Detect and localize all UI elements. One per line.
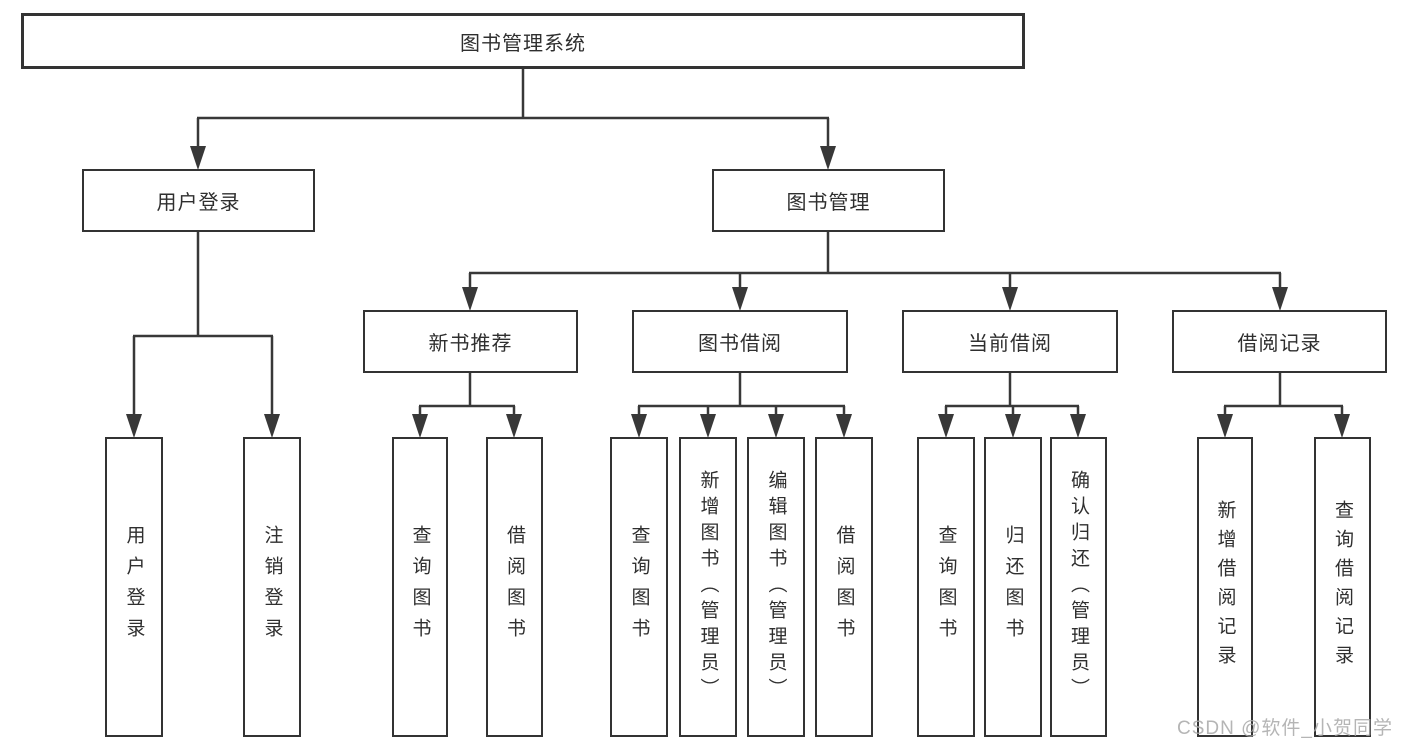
node-book-management-label: 图书管理: [786, 192, 871, 214]
leaf-edit-books-admin-label: 编辑图书（管理员）: [765, 470, 787, 704]
leaf-add-books-admin: 新增图书（管理员）: [679, 437, 737, 737]
leaf-user-login-label: 用户登录: [123, 525, 145, 649]
leaf-edit-books-admin: 编辑图书（管理员）: [747, 437, 805, 737]
node-book-borrow-label: 图书借阅: [698, 333, 782, 355]
node-new-book-recommend-label: 新书推荐: [428, 333, 513, 355]
leaf-add-borrow-record: 新增借阅记录: [1197, 437, 1253, 737]
csdn-watermark: CSDN @软件_小贺同学: [1177, 718, 1393, 739]
leaf-add-borrow-record-label: 新增借阅记录: [1214, 500, 1236, 674]
node-current-borrow: 当前借阅: [902, 310, 1118, 373]
node-current-borrow-label: 当前借阅: [968, 333, 1052, 355]
node-root-label: 图书管理系统: [460, 32, 586, 55]
leaf-current-query-books-label: 查询图书: [935, 525, 957, 649]
leaf-borrow-query-books-label: 查询图书: [628, 525, 650, 649]
leaf-recommend-borrow-books: 借阅图书: [486, 437, 543, 737]
leaf-query-borrow-record: 查询借阅记录: [1314, 437, 1371, 737]
leaf-current-query-books: 查询图书: [917, 437, 975, 737]
leaf-borrow-books: 借阅图书: [815, 437, 873, 737]
node-book-borrow: 图书借阅: [632, 310, 848, 373]
leaf-recommend-query-books-label: 查询图书: [409, 525, 431, 649]
node-new-book-recommend: 新书推荐: [363, 310, 578, 373]
leaf-borrow-books-label: 借阅图书: [833, 525, 855, 649]
leaf-logout: 注销登录: [243, 437, 301, 737]
node-user-login: 用户登录: [82, 169, 315, 232]
leaf-user-login: 用户登录: [105, 437, 163, 737]
leaf-recommend-query-books: 查询图书: [392, 437, 448, 737]
leaf-return-books-label: 归还图书: [1002, 525, 1024, 649]
node-borrow-records: 借阅记录: [1172, 310, 1387, 373]
leaf-confirm-return-admin: 确认归还（管理员）: [1050, 437, 1107, 737]
leaf-borrow-query-books: 查询图书: [610, 437, 668, 737]
leaf-return-books: 归还图书: [984, 437, 1042, 737]
node-book-management: 图书管理: [712, 169, 945, 232]
node-borrow-records-label: 借阅记录: [1237, 333, 1322, 355]
leaf-add-books-admin-label: 新增图书（管理员）: [697, 470, 719, 704]
leaf-logout-label: 注销登录: [261, 525, 283, 649]
leaf-recommend-borrow-books-label: 借阅图书: [504, 525, 525, 649]
leaf-confirm-return-admin-label: 确认归还（管理员）: [1068, 470, 1089, 704]
leaf-query-borrow-record-label: 查询借阅记录: [1332, 500, 1353, 674]
node-user-login-label: 用户登录: [156, 192, 241, 214]
node-root-system: 图书管理系统: [21, 13, 1025, 69]
